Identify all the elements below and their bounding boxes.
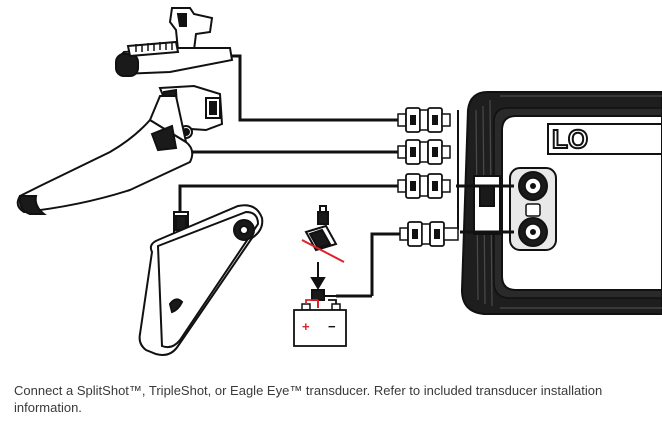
battery-positive-symbol: +	[302, 319, 310, 334]
display-unit-icon: LO	[460, 91, 662, 315]
wiring-diagram: LO	[16, 7, 662, 356]
inline-fuse-icon	[301, 205, 372, 308]
battery-icon: + −	[293, 299, 347, 347]
display-logo: LO	[552, 124, 588, 154]
transducer-cables	[178, 54, 514, 296]
diagram-caption: Connect a SplitShot™, TripleShot, or Eag…	[14, 383, 603, 415]
splitshot-transducer-icon	[115, 7, 234, 77]
tripleshot-transducer-icon	[16, 84, 224, 215]
battery-negative-symbol: −	[328, 319, 336, 334]
eagle-eye-transducer-icon	[138, 204, 264, 356]
cable-connectors	[397, 107, 459, 247]
